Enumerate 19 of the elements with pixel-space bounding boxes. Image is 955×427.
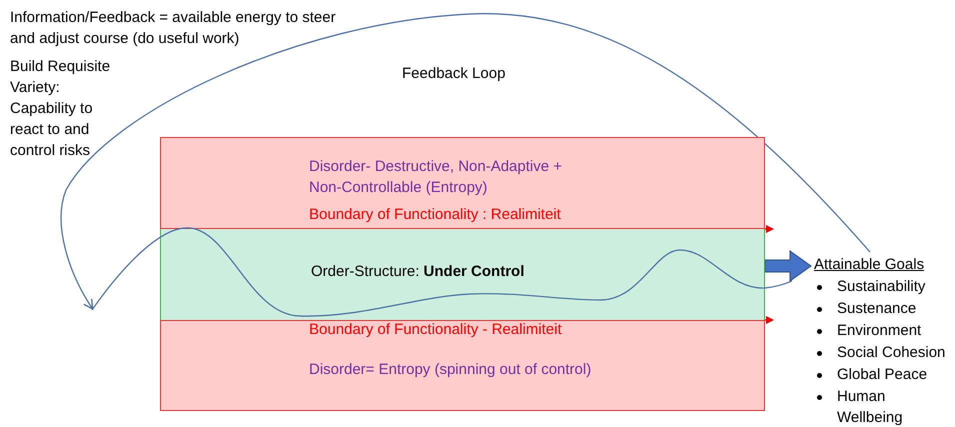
note-text: Information/Feedback = available energy to steer and adjust course (do useful work) <box>10 8 337 49</box>
list-item: Environment <box>837 321 922 341</box>
band-text: Order-Structure: Under Control <box>311 262 526 282</box>
disorder-band <box>160 320 765 411</box>
boundary-label: Boundary of Functionality : Realimiteit <box>309 205 562 225</box>
order-band <box>160 229 765 320</box>
arrow <box>60 13 870 310</box>
boundary-label: Boundary of Functionality - Realimiteit <box>309 320 563 340</box>
band-text: Disorder= Entropy (spinning out of control) <box>309 360 592 380</box>
block-arrow <box>764 250 812 282</box>
list-item: Sustainability <box>837 277 926 297</box>
band-text: Disorder- Destructive, Non-Adaptive + Non-Controllable (Entropy) <box>309 157 564 198</box>
disorder-band <box>160 137 765 229</box>
list-item: Human Wellbeing <box>837 387 904 427</box>
note-text: Build Requisite Variety: Capability to react to and control risks <box>10 57 112 161</box>
list-item: Global Peace <box>837 365 928 385</box>
list-item: Social Cohesion <box>837 343 946 363</box>
list-heading: Attainable Goals <box>814 255 924 275</box>
list-item: Sustenance <box>837 299 918 319</box>
